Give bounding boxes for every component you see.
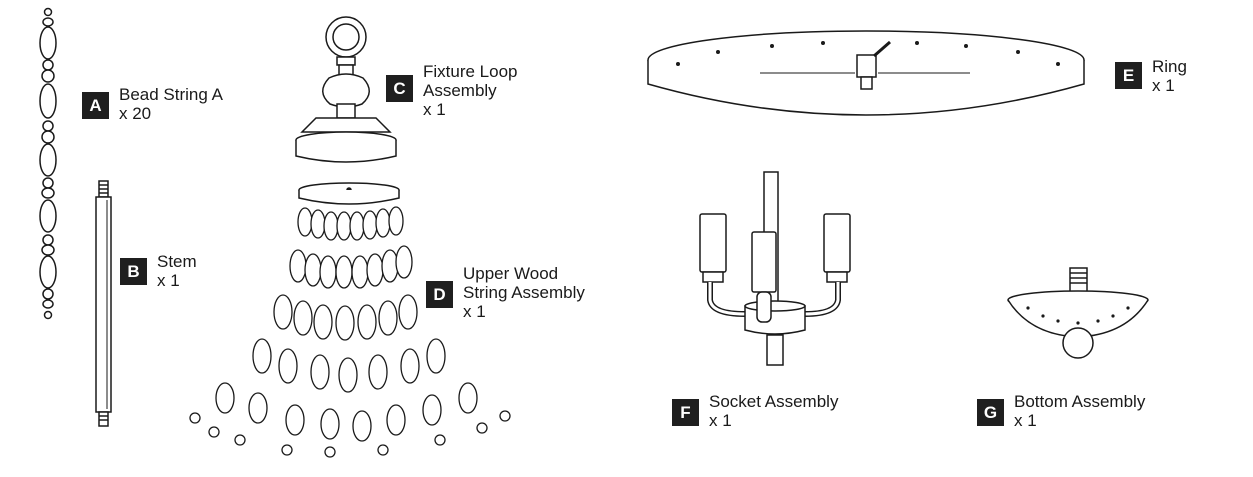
part-b-label: B Stem x 1 [120,252,197,290]
part-d-badge: D [426,281,453,308]
part-c-name-line1: Fixture Loop [423,62,518,81]
part-b-badge: B [120,258,147,285]
part-f-badge: F [672,399,699,426]
part-c-badge: C [386,75,413,102]
part-c-qty: x 1 [423,100,446,119]
part-f-qty: x 1 [709,411,732,430]
part-c-label: C Fixture Loop Assembly x 1 [386,62,518,119]
wood-string-illustration [189,182,511,458]
part-e-name: Ring [1152,57,1187,76]
part-e-badge: E [1115,62,1142,89]
part-a-name: Bead String A [119,85,223,104]
part-d-qty: x 1 [463,302,486,321]
part-e-label: E Ring x 1 [1115,57,1187,95]
part-g-name: Bottom Assembly [1014,392,1146,411]
part-g-qty: x 1 [1014,411,1037,430]
part-b-qty: x 1 [157,271,180,290]
ring-illustration [647,30,1085,116]
part-d-name-line1: Upper Wood [463,264,559,283]
part-e-qty: x 1 [1152,76,1175,95]
part-c-name-line2: Assembly [423,81,497,100]
bottom-assembly-illustration [1007,267,1149,359]
part-f-name: Socket Assembly [709,392,839,411]
part-d-name-line2: String Assembly [463,283,585,302]
part-a-badge: A [82,92,109,119]
part-b-name: Stem [157,252,197,271]
part-g-badge: G [977,399,1004,426]
socket-assembly-illustration [699,171,851,366]
bead-string-illustration [39,7,57,320]
part-g-label: G Bottom Assembly x 1 [977,392,1145,430]
part-a-label: A Bead String A x 20 [82,85,223,123]
part-f-label: F Socket Assembly x 1 [672,392,838,430]
part-d-label: D Upper Wood String Assembly x 1 [426,264,585,321]
stem-illustration [95,180,112,427]
fixture-loop-illustration [295,16,397,163]
part-a-qty: x 20 [119,104,152,123]
